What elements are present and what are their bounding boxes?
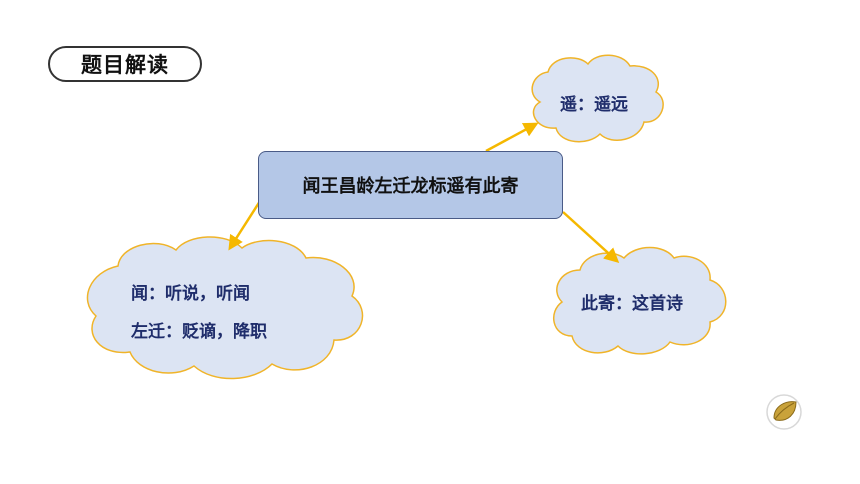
cloud-top-right (531, 54, 664, 143)
arrow-to-bottom-left (228, 197, 264, 251)
cloud-bottom-left-line2: 左迁：贬谪，降职 (131, 322, 267, 342)
cloud-bottom-left-line1: 闻：听说，听闻 (131, 284, 250, 304)
center-topic-box: 闻王昌龄左迁龙标遥有此寄 (258, 151, 563, 219)
cloud-right-text: 此寄：这首诗 (581, 294, 683, 314)
cloud-bottom-left (86, 236, 364, 380)
cloud-top-right-text: 遥：遥远 (560, 95, 628, 115)
arrow-to-top-right (485, 122, 539, 153)
center-topic-text: 闻王昌龄左迁龙标遥有此寄 (302, 176, 519, 197)
leaf-icon (766, 394, 802, 430)
cloud-right (552, 246, 727, 355)
arrow-to-right (562, 211, 620, 264)
page-title: 题目解读 (48, 46, 202, 82)
